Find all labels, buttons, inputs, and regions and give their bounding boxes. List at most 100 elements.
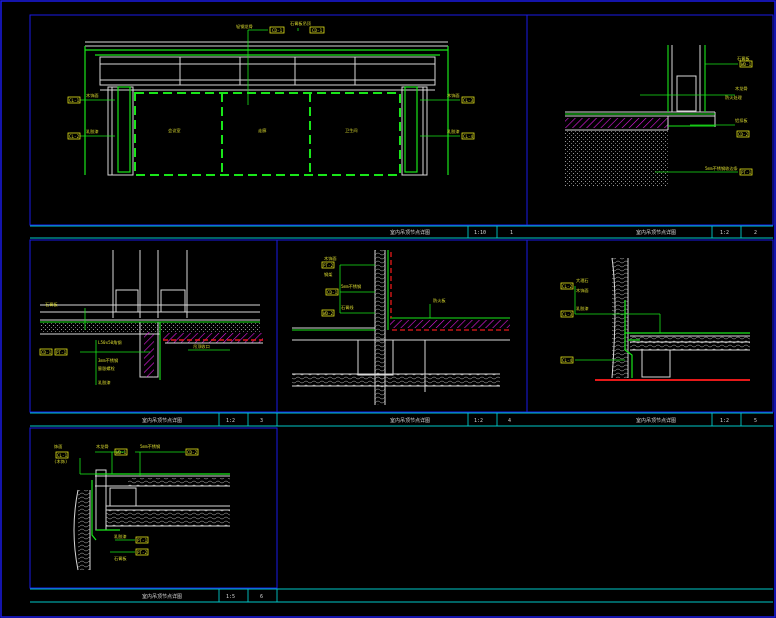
tag-label: PT-2	[323, 263, 334, 268]
tag-box	[54, 348, 68, 356]
tag-label: CD-1	[327, 290, 338, 295]
note-text: 乳胶漆	[576, 305, 589, 312]
note-text: 5mm不锈钢	[341, 283, 361, 290]
note-text: 木饰面	[86, 92, 99, 99]
note-text: 乳胶漆	[86, 128, 99, 135]
tag-box	[269, 26, 285, 34]
tag-label: CD-2	[187, 450, 198, 455]
room-label: 走廊	[258, 127, 266, 134]
tag-label: CD-1	[312, 28, 323, 33]
tag-box	[560, 310, 574, 318]
note-text: 膨胀螺栓	[98, 365, 116, 372]
note-text: 木饰面	[576, 287, 589, 294]
note-text: (木饰)	[54, 458, 67, 465]
tag-label: CL-4	[562, 358, 573, 363]
tag-box	[321, 309, 335, 317]
tag-box	[739, 60, 753, 68]
tag-box	[461, 132, 475, 140]
panel-title: 室内吊顶节点详图	[636, 417, 676, 424]
tag-box	[67, 96, 81, 104]
note-text: 木龙骨	[96, 443, 109, 450]
room-label: 卫生间	[345, 127, 358, 134]
panel-title: 室内吊顶节点详图	[390, 229, 430, 236]
tag-box	[325, 288, 339, 296]
note-text: 石膏线	[341, 304, 354, 311]
panel-title: 室内吊顶节点详图	[390, 417, 430, 424]
panel-number: 1	[510, 230, 513, 236]
note-text: 轻钢龙骨	[236, 23, 253, 30]
note-text: 木饰面	[324, 255, 337, 262]
panel-scale: 1:2	[720, 230, 729, 236]
tag-label: PT-2	[137, 550, 148, 555]
panel-title: 室内吊顶节点详图	[142, 593, 182, 600]
note-text: 木龙骨	[735, 85, 748, 92]
tag-label: CL-1	[57, 453, 68, 458]
tag-box	[55, 451, 69, 459]
note-text: 3mm不锈钢	[98, 357, 118, 364]
tag-box	[309, 26, 325, 34]
note-text: 石膏板吊顶	[290, 20, 312, 27]
tag-label: CD-1	[272, 28, 283, 33]
tag-label: CL-3	[562, 312, 573, 317]
tag-box	[135, 548, 149, 556]
detail-2-section: WD-1 CD-2 PT-1 石膏板 木龙骨 防火处理 铝扣板 5mm不锈钢收边…	[565, 45, 753, 187]
panel-title: 室内吊顶节点详图	[636, 229, 676, 236]
panel-frames	[29, 14, 774, 589]
note-text: 铝扣板	[735, 117, 748, 124]
panel-scale: 1:2	[474, 418, 483, 424]
panel-number: 4	[508, 418, 511, 424]
title-blocks	[30, 225, 773, 603]
note-text: 乳胶漆	[114, 533, 127, 540]
note-text: 5mm不锈钢	[140, 443, 160, 450]
panel-number: 3	[260, 418, 263, 424]
note-text: 石膏板	[45, 301, 58, 308]
tag-label: WD-2	[323, 311, 334, 316]
note-text: 石膏板	[114, 555, 127, 562]
note-text: 饰面	[54, 443, 62, 450]
tag-box	[114, 448, 128, 456]
tag-label: CL-3	[463, 98, 474, 103]
room-label: 会议室	[168, 127, 181, 134]
detail-5-section: CL-2 CL-3 CL-4 大理石 木饰面 乳胶漆	[560, 257, 750, 381]
tag-box	[39, 348, 53, 356]
tag-label: CL-1	[69, 98, 80, 103]
note-text: 石膏板	[737, 55, 750, 62]
tag-box	[560, 282, 574, 290]
note-text: 防火处理	[725, 94, 743, 101]
note-text: 防火板	[433, 297, 446, 304]
note-text: 乳胶漆	[447, 128, 460, 135]
note-text: 大理石	[576, 277, 589, 284]
tag-label: WD-1	[116, 450, 127, 455]
tag-box	[135, 536, 149, 544]
panel-scale: 1:10	[474, 230, 486, 236]
panel-scale: 1:2	[226, 418, 235, 424]
note-text: L50x50角钢	[98, 339, 122, 346]
tag-label: CL-2	[69, 134, 80, 139]
tag-box	[461, 96, 475, 104]
tag-box	[560, 356, 574, 364]
note-text: 乳胶漆	[98, 379, 111, 386]
panel-scale: 1:5	[226, 594, 235, 600]
note-text: 5mm不锈钢收边条	[705, 165, 739, 172]
panel-number: 2	[754, 230, 757, 236]
tag-label: PT-1	[56, 350, 67, 355]
panel-number: 6	[260, 594, 263, 600]
detail-4-section: CD-1 WD-2 PT-2 木饰面 钢架 5mm不锈钢 石膏线 防火板	[292, 250, 510, 405]
detail-1-elevation: CD-1 CD-1 CL-1 CL-2 CL-3 CL-4 轻钢龙骨 石膏板吊顶…	[67, 20, 475, 176]
tag-box	[185, 448, 199, 456]
tag-label: CL-2	[562, 284, 573, 289]
tag-label: PT-1	[137, 538, 148, 543]
tag-box	[67, 132, 81, 140]
tag-box	[321, 261, 335, 269]
tag-label: CD-2	[738, 132, 749, 137]
tag-box	[736, 130, 750, 138]
note-text: 钢架	[324, 271, 332, 278]
tag-label: WD-1	[741, 62, 752, 67]
tag-label: PT-1	[741, 170, 752, 175]
panel-scale: 1:2	[720, 418, 729, 424]
panel-number: 5	[754, 418, 757, 424]
note-text: 吊顶收口	[193, 343, 210, 350]
tag-box	[739, 168, 753, 176]
